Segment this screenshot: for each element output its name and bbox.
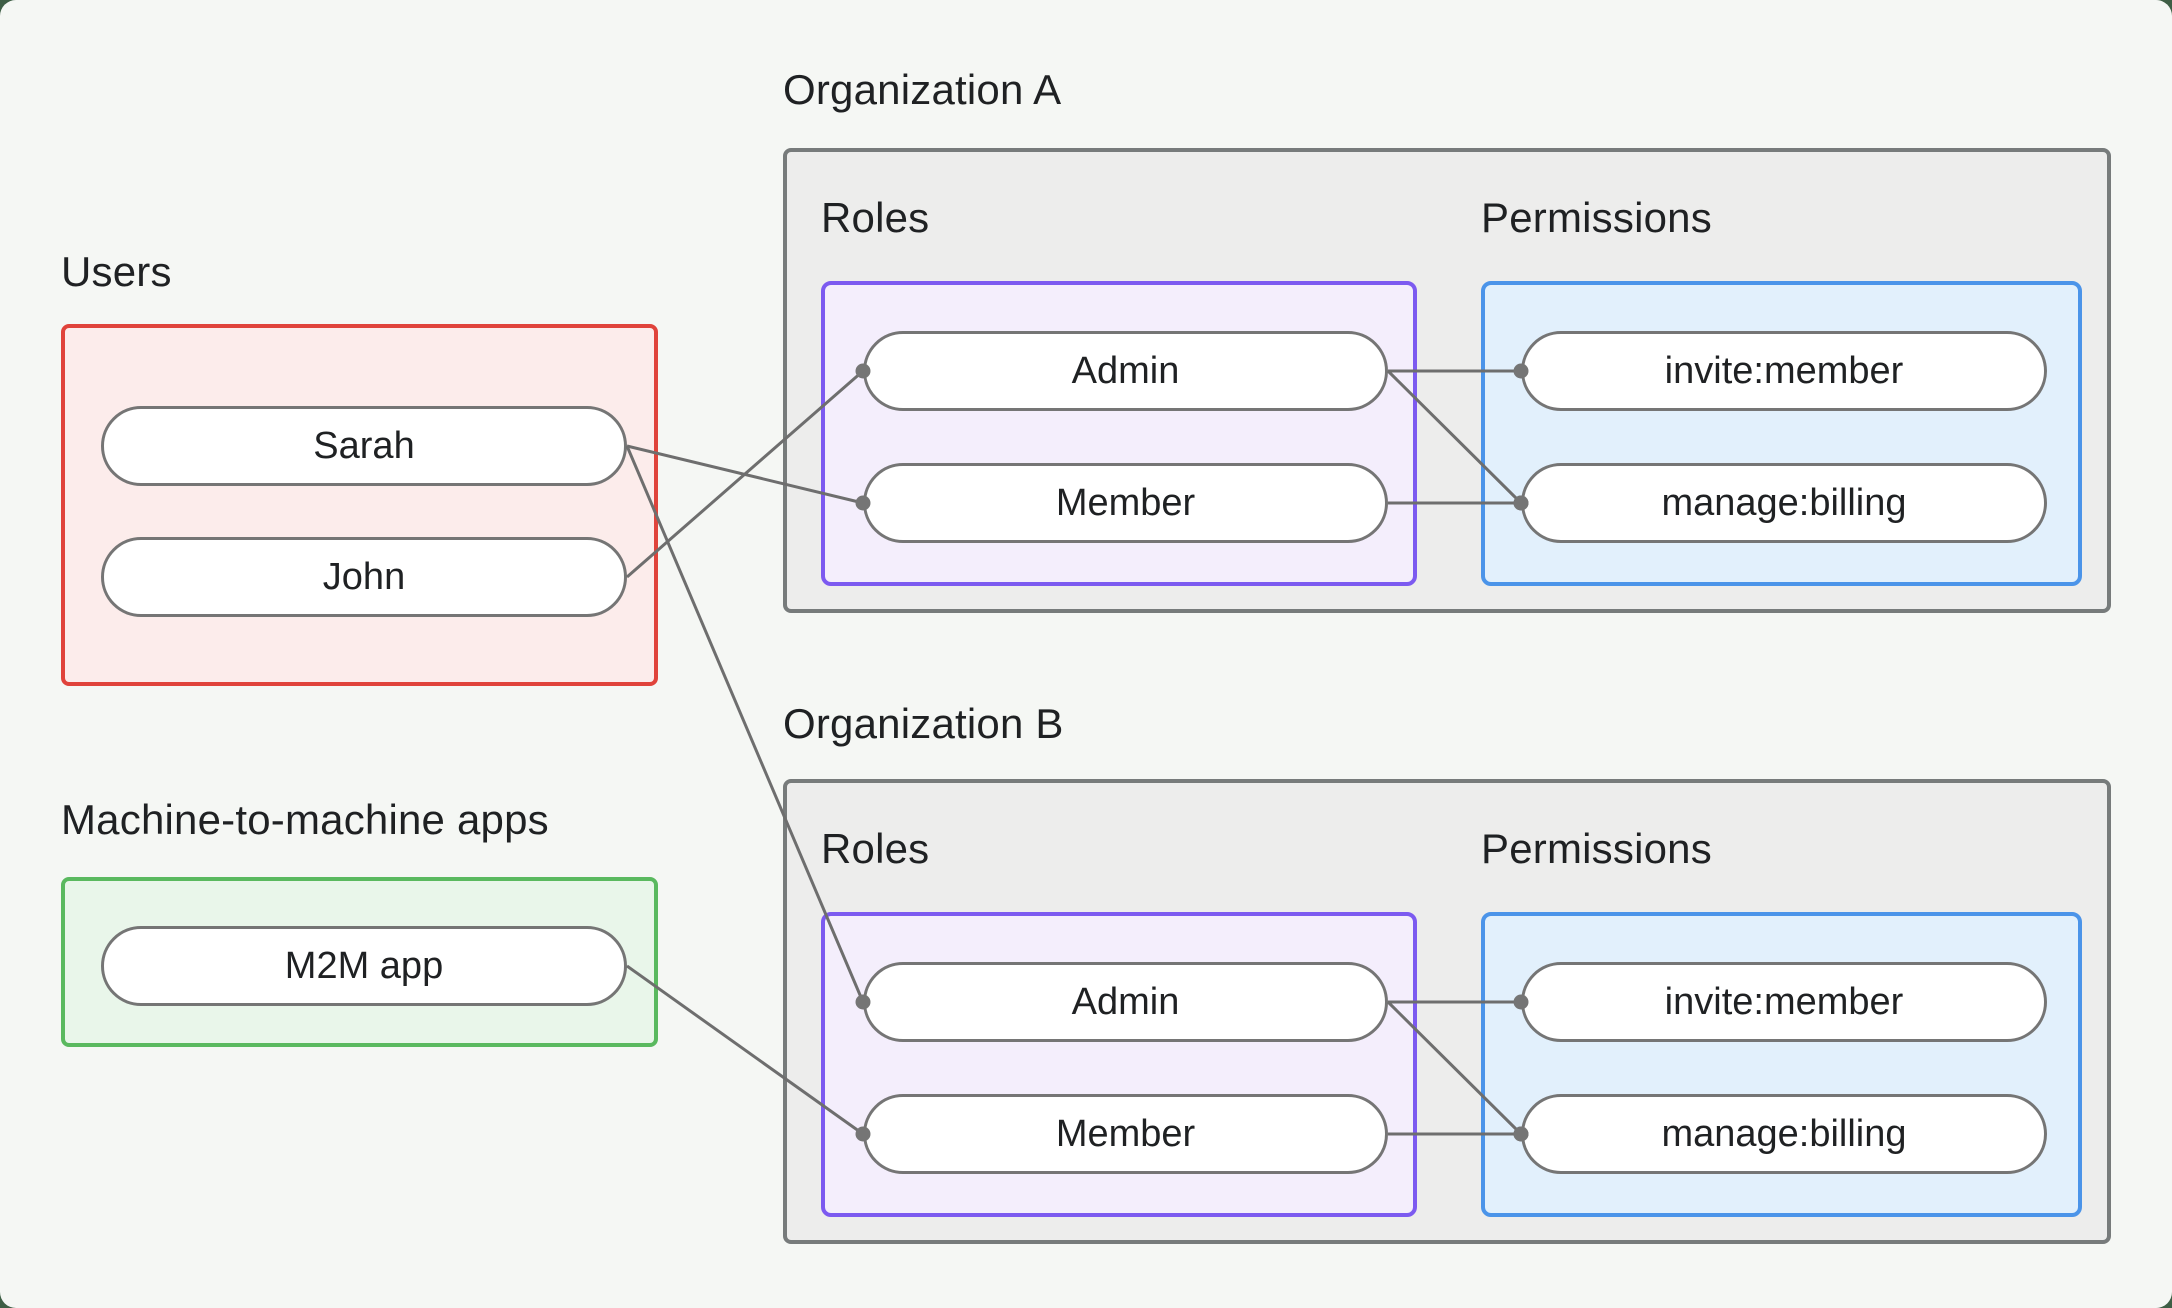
org-b-box: Roles Admin Member Permissions invite:me… <box>783 779 2111 1244</box>
m2m-group-box: M2M app <box>61 877 658 1047</box>
org-a-label: Organization A <box>783 66 1062 113</box>
permission-node-invite-member-b: invite:member <box>1521 962 2047 1042</box>
org-a-permissions-box: invite:member manage:billing <box>1481 281 2082 586</box>
m2m-app-node: M2M app <box>101 926 627 1006</box>
m2m-group-label: Machine-to-machine apps <box>61 796 549 843</box>
users-group-box: Sarah John <box>61 324 658 686</box>
org-a-roles-label: Roles <box>821 194 930 241</box>
role-node-admin-a: Admin <box>863 331 1388 411</box>
org-a-roles-box: Admin Member <box>821 281 1417 586</box>
permission-node-manage-billing-a: manage:billing <box>1521 463 2047 543</box>
user-node-sarah: Sarah <box>101 406 627 486</box>
permission-node-manage-billing-b: manage:billing <box>1521 1094 2047 1174</box>
org-b-roles-box: Admin Member <box>821 912 1417 1217</box>
org-b-permissions-label: Permissions <box>1481 825 1712 872</box>
org-b-label: Organization B <box>783 700 1064 747</box>
org-b-permissions-box: invite:member manage:billing <box>1481 912 2082 1217</box>
role-node-member-a: Member <box>863 463 1388 543</box>
role-node-admin-b: Admin <box>863 962 1388 1042</box>
users-group-label: Users <box>61 248 172 295</box>
permission-node-invite-member-a: invite:member <box>1521 331 2047 411</box>
org-a-permissions-label: Permissions <box>1481 194 1712 241</box>
role-node-member-b: Member <box>863 1094 1388 1174</box>
user-node-john: John <box>101 537 627 617</box>
org-b-roles-label: Roles <box>821 825 930 872</box>
org-a-box: Roles Admin Member Permissions invite:me… <box>783 148 2111 613</box>
